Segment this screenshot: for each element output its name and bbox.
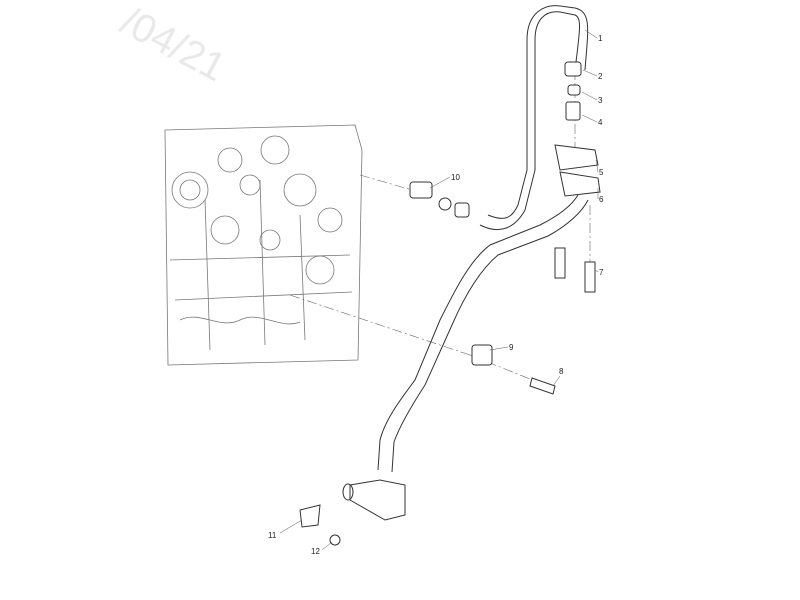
callout-7: 7 <box>599 268 604 277</box>
callout-9: 9 <box>509 343 514 352</box>
callout-3: 3 <box>598 96 603 105</box>
callout-12: 12 <box>311 547 320 556</box>
callout-4: 4 <box>598 118 603 127</box>
callout-1: 1 <box>598 34 603 43</box>
callout-10: 10 <box>451 173 460 182</box>
callout-11: 11 <box>268 531 277 540</box>
engine-block <box>164 124 363 366</box>
oil-pipe <box>342 5 589 521</box>
callouts: 1 2 3 4 5 6 7 8 9 10 11 12 <box>268 34 604 556</box>
callout-2: 2 <box>598 72 603 81</box>
leader-lines <box>289 70 591 386</box>
callout-6: 6 <box>599 195 604 204</box>
callout-5: 5 <box>599 168 604 177</box>
fittings <box>299 61 601 546</box>
callout-leaders <box>279 29 599 551</box>
callout-8: 8 <box>559 367 564 376</box>
watermark: /04/21 <box>114 0 233 90</box>
